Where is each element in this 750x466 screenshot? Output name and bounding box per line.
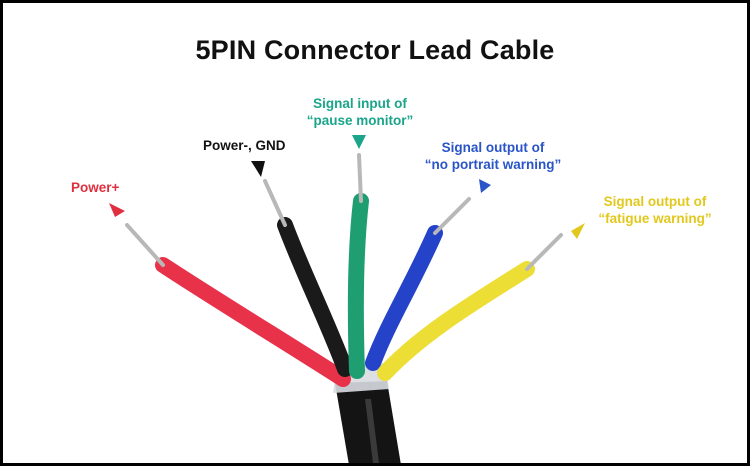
- fatigue-arrow-icon: [571, 223, 585, 239]
- yellow-wire: [377, 261, 535, 381]
- label-fatigue: Signal output of “fatigue warning”: [585, 193, 725, 227]
- label-fatigue-line2: “fatigue warning”: [598, 211, 712, 226]
- cable-sheath: [335, 381, 401, 463]
- cable-illustration: [109, 135, 585, 463]
- page-title: 5PIN Connector Lead Cable: [195, 35, 555, 65]
- label-pause-monitor: Signal input of “pause monitor”: [305, 95, 415, 129]
- label-power-minus-text: Power-, GND: [203, 138, 286, 153]
- no-portrait-arrow-icon: [479, 179, 491, 193]
- green-wire: [347, 193, 369, 379]
- power-plus-arrow-icon: [109, 203, 125, 217]
- blue-wire: [365, 225, 443, 371]
- label-power-plus: Power+: [71, 179, 119, 196]
- label-no-portrait-line1: Signal output of: [441, 140, 545, 155]
- black-wire-tip: [263, 179, 287, 227]
- blue-wire-tip: [433, 197, 471, 235]
- label-pause-monitor-line2: “pause monitor”: [306, 113, 414, 128]
- label-power-plus-text: Power+: [71, 180, 120, 195]
- label-power-minus: Power-, GND: [203, 137, 286, 154]
- label-fatigue-line1: Signal output of: [603, 194, 707, 209]
- red-wire: [155, 257, 351, 387]
- red-wire-tip: [125, 223, 165, 267]
- label-pause-monitor-line1: Signal input of: [313, 96, 407, 111]
- label-no-portrait-line2: “no portrait warning”: [424, 157, 562, 172]
- label-no-portrait: Signal output of “no portrait warning”: [413, 139, 573, 173]
- yellow-wire-tip: [525, 233, 563, 271]
- black-wire: [277, 217, 353, 377]
- pause-monitor-arrow-icon: [352, 135, 366, 149]
- sheath-highlight: [365, 399, 379, 463]
- green-wire-tip: [357, 153, 363, 203]
- power-minus-arrow-icon: [251, 161, 265, 177]
